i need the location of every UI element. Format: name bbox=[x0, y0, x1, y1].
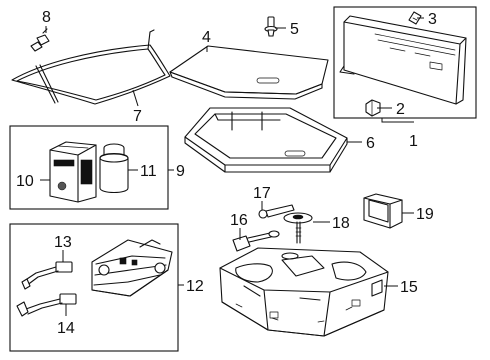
callout-1: 1 bbox=[409, 133, 418, 150]
group-box-part-12 bbox=[9, 223, 179, 352]
group-box-part-9 bbox=[9, 125, 169, 210]
callout-labels: 1 2 3 4 5 6 7 8 9 10 11 12 13 14 15 16 1… bbox=[16, 9, 437, 337]
callout-4: 4 bbox=[202, 29, 211, 46]
clip-part-2 bbox=[365, 99, 381, 117]
leader-lines bbox=[40, 17, 424, 316]
callout-7: 7 bbox=[133, 108, 142, 125]
scissor-jack-part-12 bbox=[91, 239, 173, 297]
callout-13: 13 bbox=[54, 234, 72, 251]
load-floor-part-4 bbox=[169, 45, 329, 100]
compressor-part-10 bbox=[49, 141, 97, 203]
storage-tray-part-6 bbox=[184, 107, 348, 173]
callout-16: 16 bbox=[230, 212, 248, 229]
callout-15: 15 bbox=[400, 279, 418, 296]
group-box-part-1 bbox=[333, 6, 477, 119]
callout-11: 11 bbox=[140, 163, 157, 180]
callout-8: 8 bbox=[42, 9, 51, 26]
callout-17: 17 bbox=[253, 185, 271, 202]
trim-panel-part-1 bbox=[339, 15, 467, 105]
callout-6: 6 bbox=[366, 135, 375, 152]
wrench-part-14 bbox=[16, 293, 77, 317]
callout-10: 10 bbox=[16, 173, 34, 190]
push-clip-part-5 bbox=[264, 16, 278, 37]
clip-part-3 bbox=[408, 11, 422, 25]
foam-block-part-19 bbox=[363, 193, 403, 229]
cargo-net-part-7 bbox=[11, 29, 171, 105]
wrench-part-13 bbox=[21, 261, 73, 290]
callout-19: 19 bbox=[416, 206, 434, 223]
callout-2: 2 bbox=[396, 101, 405, 118]
callout-14: 14 bbox=[57, 320, 75, 337]
callout-18: 18 bbox=[332, 215, 350, 232]
callout-5: 5 bbox=[290, 21, 299, 38]
tow-eye-part-17 bbox=[258, 204, 295, 219]
lug-wrench-part-16 bbox=[232, 230, 280, 252]
callout-12: 12 bbox=[186, 278, 204, 295]
callout-9: 9 bbox=[176, 163, 185, 180]
callout-3: 3 bbox=[428, 11, 437, 28]
sealant-bottle-part-11 bbox=[99, 143, 129, 194]
tool-organizer-part-15 bbox=[219, 247, 389, 337]
hold-down-bolt-part-18 bbox=[283, 212, 313, 244]
